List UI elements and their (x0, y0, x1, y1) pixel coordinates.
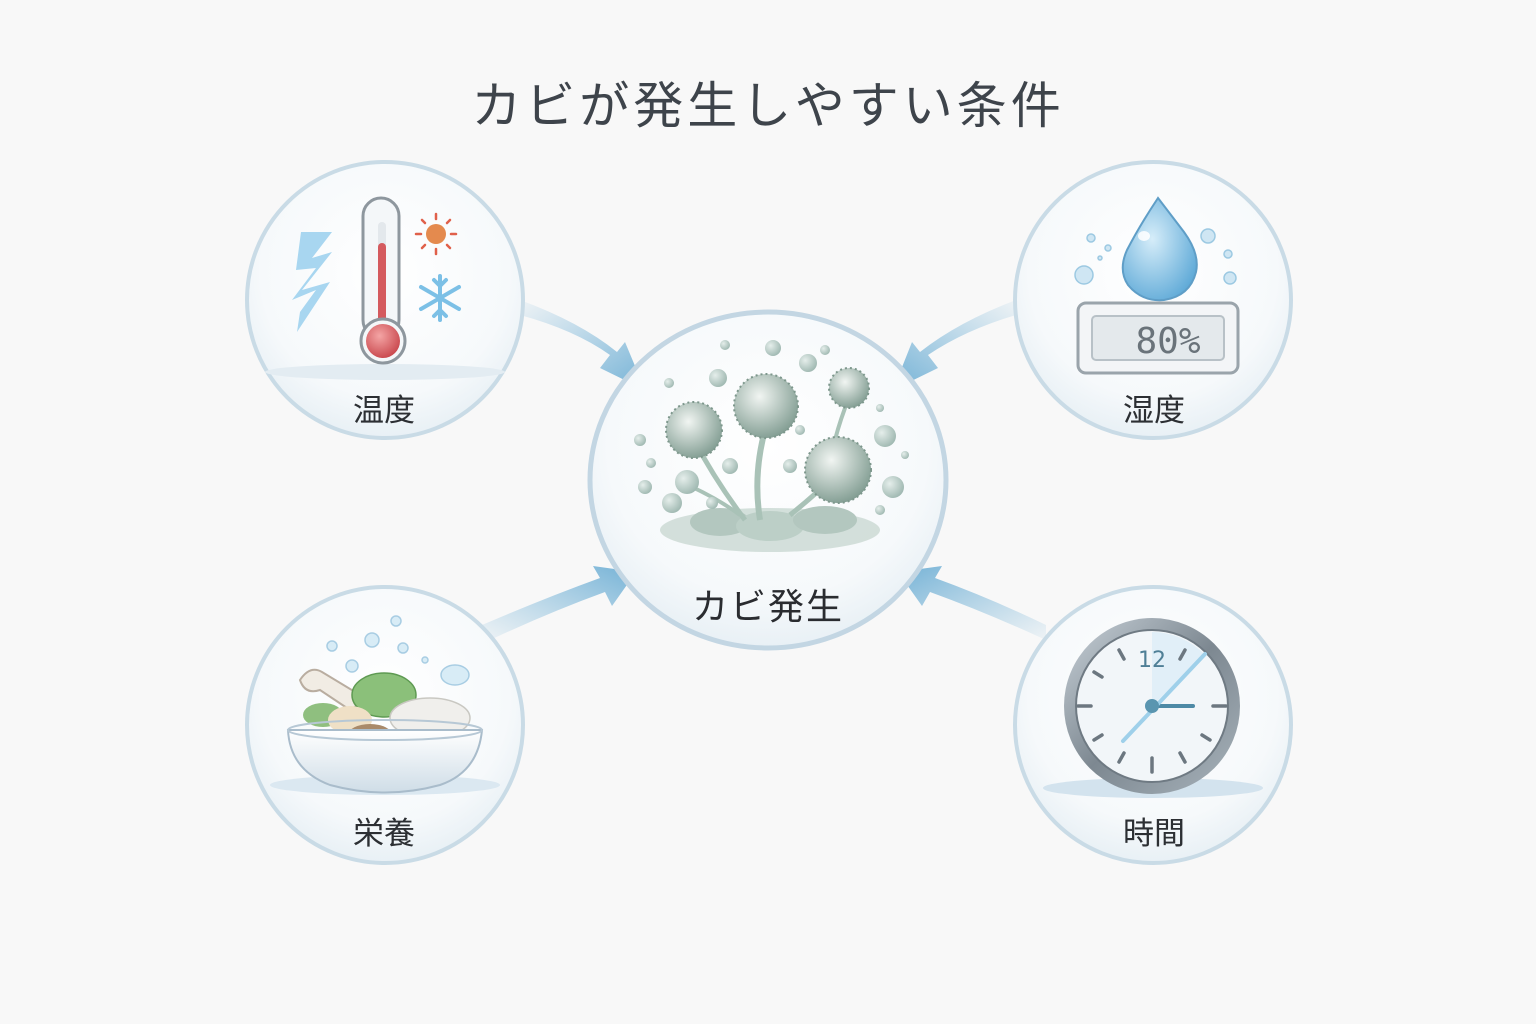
clock-icon: 12 (1064, 618, 1240, 794)
arrow-time-to-center (898, 566, 1046, 640)
humidity-meter-value: 80% (1135, 321, 1200, 362)
factor-node-time: 12 (1013, 585, 1293, 865)
center-label: カビ発生 (691, 587, 844, 628)
snowflake-icon (419, 274, 461, 322)
factor-label-time: 時間 (1123, 816, 1185, 852)
arrow-temperature-to-center (520, 300, 645, 390)
factor-node-nutrition (245, 585, 525, 865)
thermometer-icon (292, 196, 407, 365)
diagram-title: カビが発生しやすい条件 (471, 77, 1065, 135)
mold-icon (634, 340, 909, 552)
water-drop-icon (1121, 196, 1198, 302)
center-node-mold (587, 309, 949, 651)
factor-node-humidity: 80% (1013, 160, 1293, 440)
factor-label-nutrition: 栄養 (353, 816, 415, 852)
arrow-humidity-to-center (893, 300, 1016, 390)
food-bowl-icon (286, 615, 484, 794)
factor-label-humidity: 湿度 (1123, 393, 1185, 429)
bubble-icons (1074, 228, 1237, 285)
sun-icon (414, 212, 458, 256)
arrow-nutrition-to-center (482, 566, 636, 640)
factor-label-temperature: 温度 (353, 393, 415, 429)
factor-node-temperature (245, 160, 525, 440)
clock-number-12: 12 (1138, 648, 1166, 673)
humidity-meter: 80% (1076, 301, 1240, 375)
